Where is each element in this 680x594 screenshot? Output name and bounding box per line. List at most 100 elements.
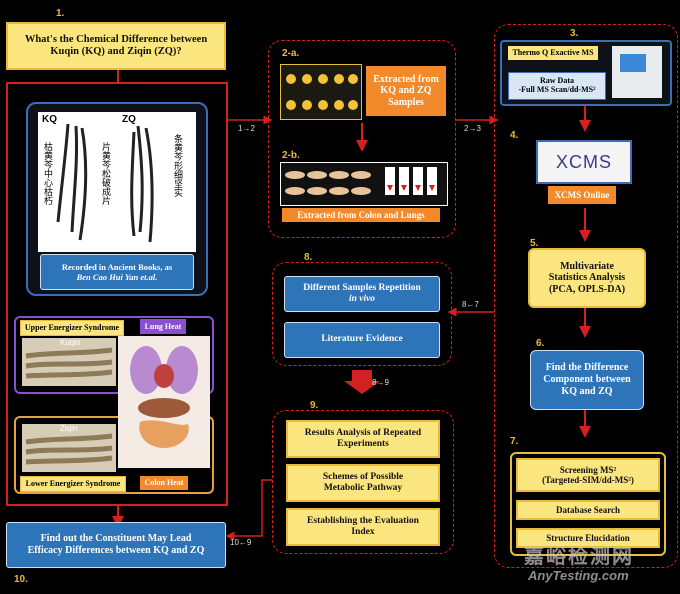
raw-data-line-1: Raw Data — [540, 76, 574, 86]
upper-syndrome-label: Upper Energizer Syndrome — [20, 320, 124, 336]
ziqin-label: Ziqin — [60, 424, 78, 433]
extracted-samples-line-1: Extracted from — [373, 73, 439, 85]
repetition-box: Different Samples Repetition in vivo — [284, 276, 440, 312]
zq-label: ZQ — [122, 114, 136, 125]
organ-drawing — [130, 346, 198, 448]
multivariate-line-2: Statistics Analysis — [548, 272, 626, 284]
multivariate-line-3: (PCA, OPLS-DA) — [548, 283, 626, 295]
step-6-label: 6. — [536, 338, 545, 349]
colon-heat-label: Colon Heat — [140, 476, 188, 490]
ms-instrument-panel: Thermo Q Exactive MS Raw Data -Full MS S… — [500, 40, 672, 106]
screening-line-2: (Targeted-SIM/dd-MS²) — [542, 475, 634, 485]
arrow-8-7-label: 8←7 — [462, 300, 479, 309]
difference-line-1: Find the Difference — [545, 362, 629, 373]
difference-component-box: Find the Difference Component between KQ… — [530, 350, 644, 410]
lung-heat-label: Lung Heat — [140, 319, 186, 334]
step-9-label: 9. — [310, 400, 319, 411]
herb-specimen-image: KQ ZQ 枯黄芩中心枯朽 片黄芩松破成片 条黄芩形细坚实 — [38, 112, 196, 252]
ziqin-photo: Ziqin — [22, 424, 116, 472]
step-2a-label: 2-a. — [282, 48, 300, 59]
ancient-book-panel: KQ ZQ 枯黄芩中心枯朽 片黄芩松破成片 条黄芩形细坚实 Recorded i… — [26, 102, 208, 296]
extracted-samples-line-3: Samples — [388, 96, 424, 108]
lower-syndrome-label: Lower Energizer Syndrome — [20, 476, 126, 492]
ziqin-roots-drawing — [25, 433, 113, 465]
conclusion-line-1: Find out the Constituent May Lead — [40, 533, 192, 544]
colon-lung-label: Extracted from Colon and Lungs — [282, 208, 440, 222]
arrow-1-2-label: 1→2 — [238, 124, 255, 133]
mice-drawing — [285, 167, 437, 195]
step-8-label: 8. — [304, 252, 313, 263]
identification-frame — [510, 452, 666, 556]
evaluation-frame — [272, 410, 454, 554]
results-analysis-box: Results Analysis of Repeated Experiments — [286, 420, 440, 458]
multivariate-box: Multivariate Statistics Analysis (PCA, O… — [528, 248, 646, 308]
extracted-samples-line-2: KQ and ZQ — [380, 85, 432, 97]
step-2b-label: 2-b. — [282, 150, 300, 161]
pathway-line-2: Metabolic Pathway — [323, 483, 403, 493]
arrow-8-9-label: 8→9 — [372, 378, 389, 387]
step-5-label: 5. — [530, 238, 539, 249]
kuqin-roots-drawing — [25, 347, 113, 379]
upper-syndrome-frame — [14, 316, 214, 394]
literature-evidence-box: Literature Evidence — [284, 322, 440, 358]
raw-data-line-2: -Full MS Scan/dd-MS² — [518, 85, 596, 94]
watermark-en: AnyTesting.com — [528, 568, 629, 583]
structure-elucidation-box: Structure Elucidation — [516, 528, 660, 548]
colon-lung-panel — [280, 162, 448, 206]
step-10-label: 10. — [14, 574, 28, 585]
xcms-online-label: XCMS Online — [548, 186, 616, 204]
chinese-note-3: 条黄芩形细坚实 — [173, 134, 183, 197]
metabolic-pathway-box: Schemes of Possible Metabolic Pathway — [286, 464, 440, 502]
caption-line-1: Recorded in Ancient Books, as — [61, 261, 173, 272]
sample-vials-image — [280, 64, 362, 120]
arrow-10-9-label: 10←9 — [230, 538, 252, 547]
xcms-logo-text: XCMS — [555, 151, 612, 172]
step-3-label: 3. — [570, 28, 579, 39]
difference-line-3: KQ and ZQ — [561, 386, 613, 397]
question-line-1: What's the Chemical Difference between — [24, 33, 208, 45]
arrow-2-3-label: 2→3 — [464, 124, 481, 133]
index-line-2: Index — [351, 527, 375, 537]
analysis-frame — [494, 24, 678, 568]
evaluation-index-box: Establishing the Evaluation Index — [286, 508, 440, 546]
chinese-note-1: 枯黄芩中心枯朽 — [43, 142, 53, 205]
ms-instrument-image — [612, 46, 662, 98]
step-1-label: 1. — [56, 8, 65, 19]
results-line-2: Experiments — [337, 439, 389, 449]
herb-context-frame — [6, 82, 228, 506]
instrument-screen — [620, 54, 646, 72]
kuqin-photo: Kuqin — [22, 338, 116, 386]
validation-frame — [272, 262, 452, 366]
extracted-samples-box: Extracted from KQ and ZQ Samples — [366, 66, 446, 116]
question-box: What's the Chemical Difference between K… — [6, 22, 226, 70]
xcms-logo-box: XCMS — [536, 140, 632, 184]
database-search-box: Database Search — [516, 500, 660, 520]
multivariate-line-1: Multivariate — [560, 260, 614, 272]
screening-box: Screening MS² (Targeted-SIM/dd-MS²) — [516, 458, 660, 492]
arrow-8-9-shape — [344, 370, 380, 394]
watermark-cn: 嘉峪检测网 — [524, 546, 634, 568]
chinese-note-2: 片黄芩松破成片 — [101, 142, 111, 205]
ancient-book-caption: Recorded in Ancient Books, as Ben Cao Hu… — [40, 254, 194, 290]
step-4-label: 4. — [510, 130, 519, 141]
conclusion-box: Find out the Constituent May Lead Effica… — [6, 522, 226, 568]
screening-line-1: Screening MS² — [559, 464, 617, 475]
instrument-label: Thermo Q Exactive MS — [508, 46, 598, 60]
pathway-line-1: Schemes of Possible — [322, 472, 404, 483]
difference-line-2: Component between — [543, 374, 631, 385]
repetition-line-1: Different Samples Repetition — [303, 282, 421, 293]
raw-data-box: Raw Data -Full MS Scan/dd-MS² — [508, 72, 606, 100]
lower-syndrome-frame — [14, 416, 214, 494]
step-7-label: 7. — [510, 436, 519, 447]
repetition-line-2: in vivo — [348, 294, 376, 304]
anatomy-illustration — [118, 336, 210, 468]
question-line-2: Kuqin (KQ) and Ziqin (ZQ)? — [50, 46, 182, 57]
caption-line-2: Ben Cao Hui Yan et.al. — [76, 272, 158, 282]
kq-label: KQ — [42, 114, 57, 125]
conclusion-line-2: Efficacy Differences between KQ and ZQ — [27, 545, 205, 556]
vials-drawing — [286, 74, 358, 110]
index-line-1: Establishing the Evaluation — [307, 516, 419, 527]
kuqin-label: Kuqin — [60, 338, 81, 347]
herb-roots-drawing — [56, 123, 154, 243]
